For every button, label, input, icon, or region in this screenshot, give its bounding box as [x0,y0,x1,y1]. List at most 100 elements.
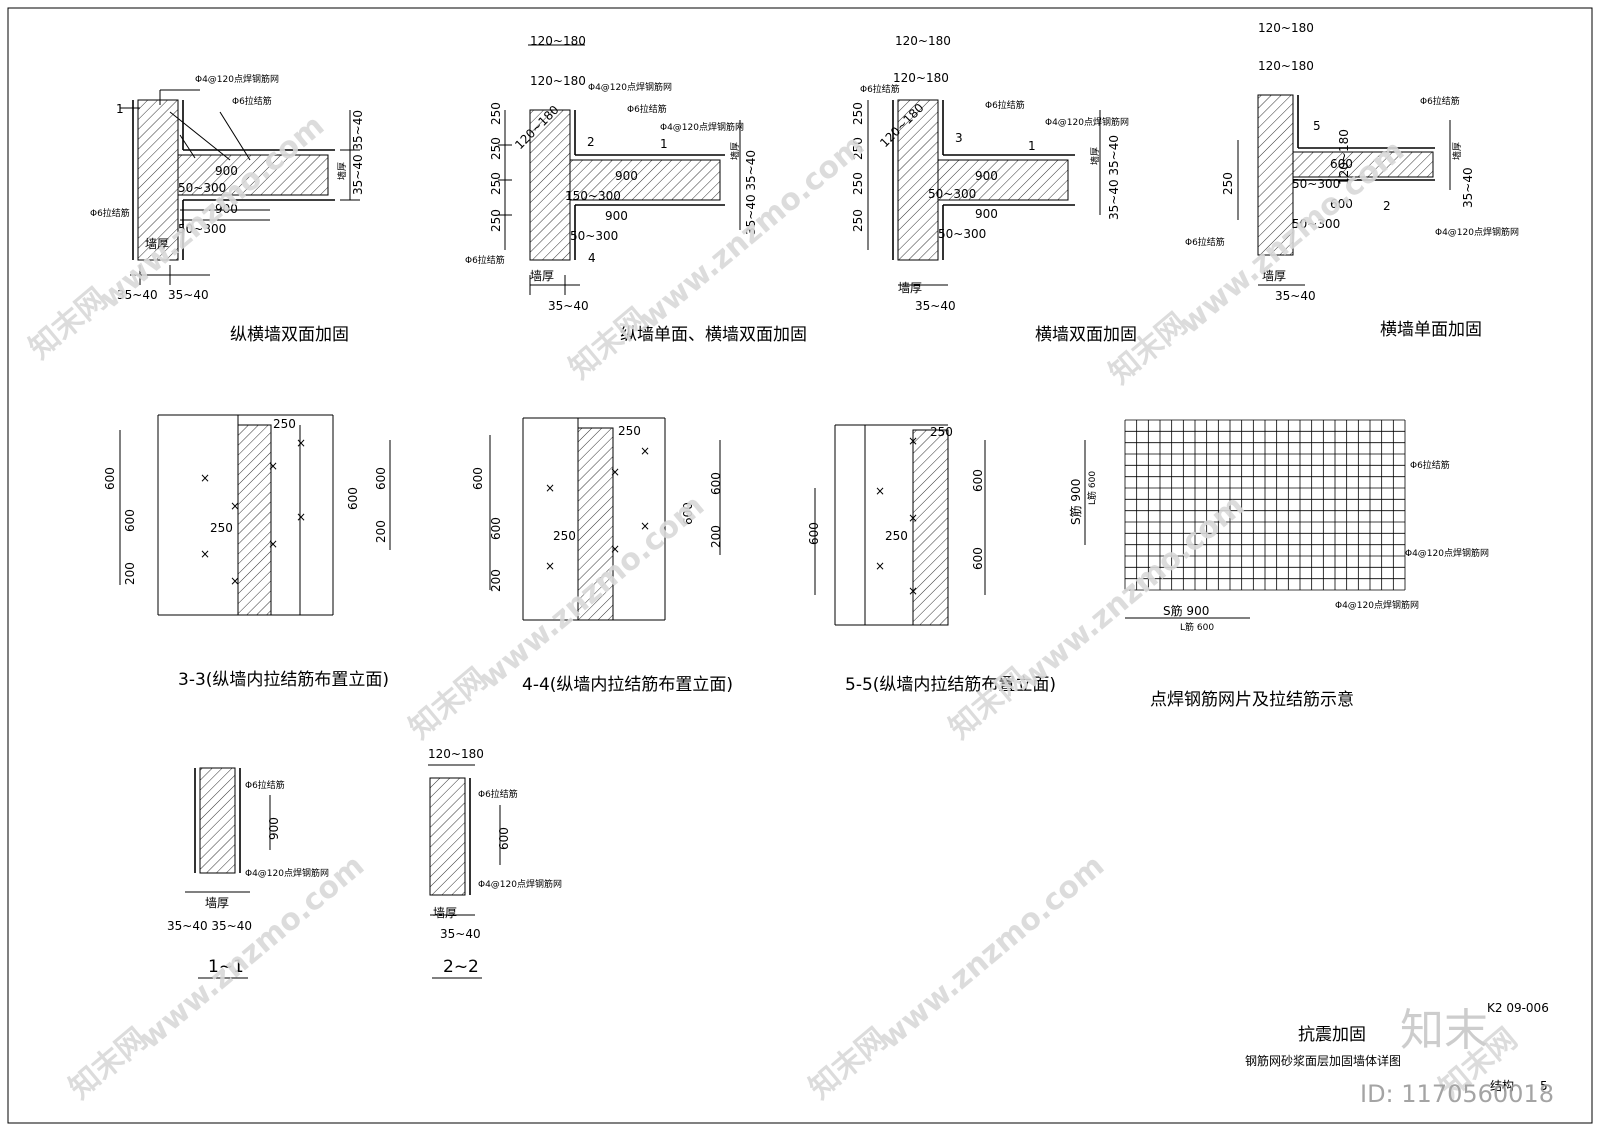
label-wall-vertical: 墙厚 [729,142,741,160]
dim-top-3: 120~180 [1337,129,1351,185]
watermark-site: www.znzmo.com [873,848,1111,1056]
dim-e: 600 [971,547,985,570]
svg-text:×: × [268,459,278,473]
dim-vertical: 35~40 [1461,167,1475,208]
dim-150-300: 150~300 [565,189,621,203]
dim-50-300: 50~300 [570,229,618,243]
label-wall-thk: 墙厚 [433,906,457,920]
dim-b: 250 [885,529,908,543]
label-s-bar-h: S筋 900 [1163,603,1209,618]
label-wall-thk: 墙厚 [1262,269,1286,283]
label-tie: Φ6拉结筋 [1410,459,1450,471]
label-mesh: Φ4@120点焊钢筋网 [1435,226,1519,238]
detail-transverse-double: 120~180 120~180 120~180 Φ4@120点焊钢筋网 Φ6拉结… [851,34,1137,345]
elevation-title: 4-4(纵墙内拉结筋布置立面) [522,675,733,695]
svg-text:×: × [200,547,210,561]
dim-v1: 250 [489,102,503,125]
section-title: 2~2 [443,957,479,977]
dim-top-1: 120~180 [1258,21,1314,35]
svg-text:×: × [545,559,555,573]
dim-e: 250 [210,521,233,535]
label-mesh: Φ4@120点焊钢筋网 [195,73,279,85]
svg-text:×: × [610,542,620,556]
dim-vertical: 35~40 35~40 [351,110,365,195]
dim-f: 600 [374,467,388,490]
dim-a: 600 [471,467,485,490]
dim-50-300-b: 50~300 [1292,217,1340,231]
dim-cover: 35~40 [1275,289,1316,303]
dim-d: 600 [971,469,985,492]
dim-900: 900 [267,817,281,840]
dim-g: 600 [681,502,695,525]
dim-a: 600 [807,522,821,545]
elevation-4-4: ×× ×× ×× 600 600 200 250 250 600 600 200… [471,417,733,695]
dim-cover: 35~40 35~40 [167,919,252,933]
title-sub: 钢筋网砂浆面层加固墙体详图 [1245,1053,1401,1068]
detail-title: 横墙双面加固 [1035,325,1137,345]
label-wall-vertical: 墙厚 [1451,142,1463,160]
label-l-bar-v: L筋 600 [1086,471,1098,505]
label-wall-vertical: 墙厚 [336,162,348,180]
dim-top-2: 120~180 [1258,59,1314,73]
dim-v4: 250 [489,209,503,232]
label-mesh-1: Φ4@120点焊钢筋网 [588,81,672,93]
dim-g: 600 [346,487,360,510]
dim-top-2: 120~180 [530,74,586,88]
label-mesh: Φ4@120点焊钢筋网 [478,878,562,890]
elevation-title: 3-3(纵墙内拉结筋布置立面) [178,670,389,690]
dim-e: 250 [553,529,576,543]
dim-top: 120~180 [428,747,484,761]
dim-50-300-a: 50~300 [928,187,976,201]
dim-50-300-b: 50~300 [938,227,986,241]
watermark-site: www.znzmo.com [1013,488,1251,696]
dim-50-300-b: 50~300 [178,222,226,236]
discipline: 结构 [1490,1078,1514,1093]
elevation-3-3: ×× ×× ×× ×× 600 600 200 250 250 600 600 … [103,414,391,690]
page-number: 5 [1540,1079,1548,1093]
svg-text:×: × [908,434,918,448]
section-mark-4: 4 [588,251,596,265]
label-mesh-2: Φ4@120点焊钢筋网 [660,121,744,133]
dim-d: 250 [618,424,641,438]
dim-50-300-a: 50~300 [1292,177,1340,191]
dim-600-a: 600 [1330,157,1353,171]
label-l-bar-h: L筋 600 [1180,621,1214,633]
dim-v2: 250 [489,137,503,160]
label-tie: Φ6拉结筋 [985,99,1025,111]
section-mark-1: 1 [1028,139,1036,153]
label-tie: Φ6拉结筋 [627,103,667,115]
dim-600-b: 600 [1330,197,1353,211]
label-tie: Φ6拉结筋 [232,95,272,107]
svg-text:×: × [296,436,306,450]
section-mark-2: 2 [1383,199,1391,213]
label-mesh: Φ4@120点焊钢筋网 [245,867,329,879]
title-block: K2 09-006 抗震加固 钢筋网砂浆面层加固墙体详图 结构 5 [1245,1001,1549,1093]
dim-900-b: 900 [605,209,628,223]
label-mesh-1: Φ4@120点焊钢筋网 [1405,547,1489,559]
dim-h: 200 [709,525,723,548]
label-tie: Φ6拉结筋 [245,779,285,791]
dim-vertical: 35~40 35~40 [1107,135,1121,220]
dim-c: 200 [489,569,503,592]
watermark-id: ID: 1170560018 [1360,1080,1554,1108]
label-tie-left: Φ6拉结筋 [860,83,900,95]
dim-900-a: 900 [215,164,238,178]
elevation-title: 5-5(纵墙内拉结筋布置立面) [845,675,1056,695]
dim-c: 250 [930,425,953,439]
detail-longitudinal-single-transverse-double: 120~180 120~180 120~180 Φ4@120点焊钢筋网 Φ4@1… [465,34,807,345]
dim-cover-1: 35~40 [117,288,158,302]
label-wall-thk: 墙厚 [145,237,169,251]
dim-600: 600 [497,827,511,850]
elevation-5-5: ×× ××× 600 250 250 600 600 5-5(纵墙内拉结筋布置立… [807,424,1056,695]
dim-v1: 250 [851,102,865,125]
label-section-1: 1 [116,102,124,116]
label-mesh-2: Φ4@120点焊钢筋网 [1335,599,1419,611]
dim-f: 600 [709,472,723,495]
label-mesh: Φ4@120点焊钢筋网 [1045,116,1129,128]
dim-top-1: 120~180 [895,34,951,48]
svg-text:×: × [640,444,650,458]
dim-h: 200 [374,520,388,543]
label-wall-thk: 墙厚 [530,269,554,283]
svg-text:×: × [875,484,885,498]
svg-text:×: × [908,584,918,598]
